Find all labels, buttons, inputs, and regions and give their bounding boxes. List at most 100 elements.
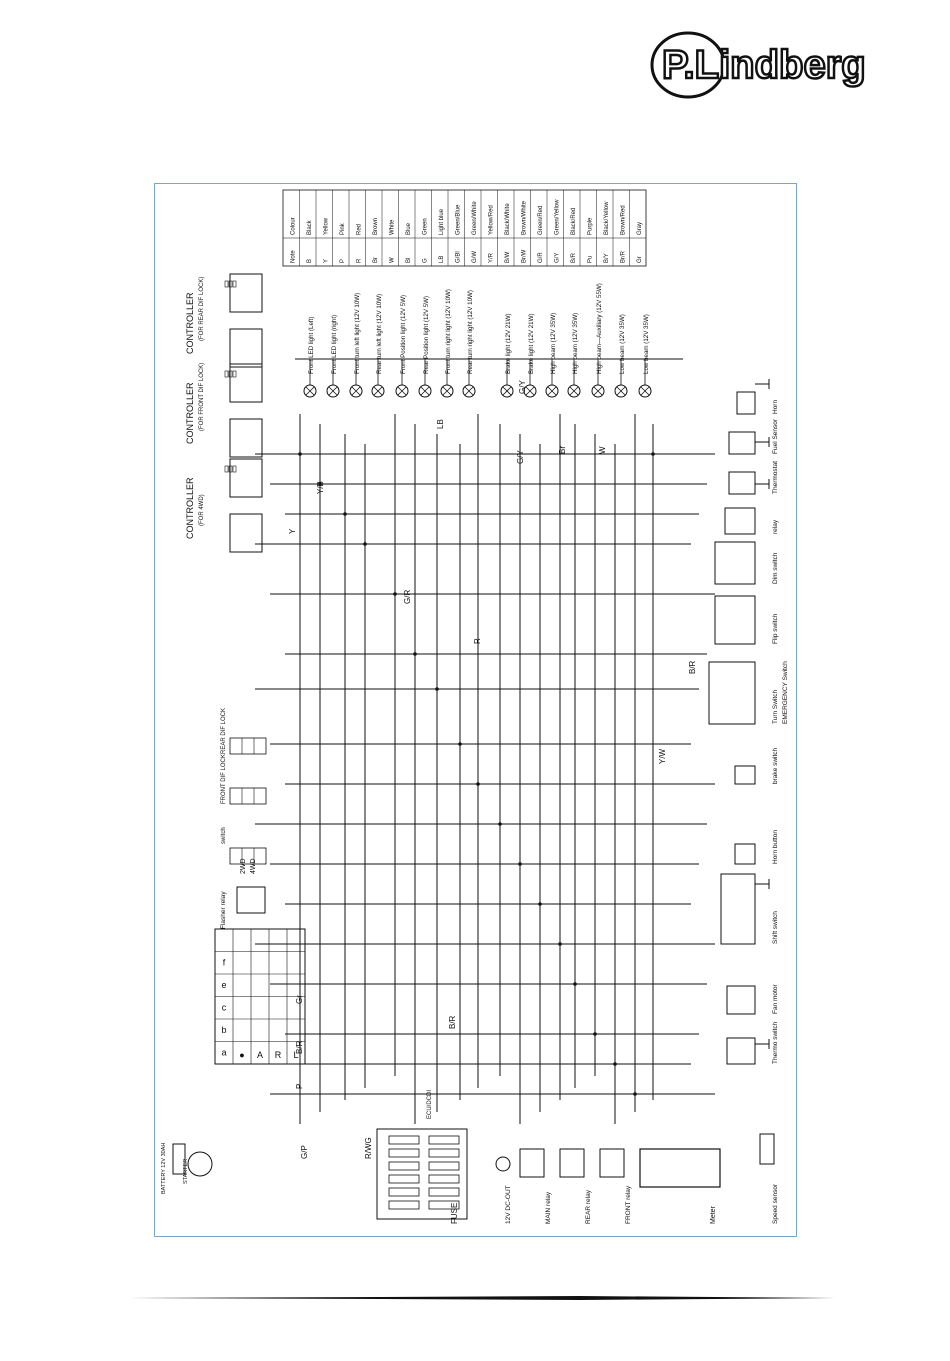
colour-table-name: Light blue [439, 208, 445, 235]
key-matrix-col: b [221, 1025, 226, 1035]
front_relay-label: FRONT relay [625, 1185, 632, 1224]
wire-junction [413, 652, 417, 656]
colour-table-code: G/R [538, 252, 544, 263]
controller-pin [228, 465, 233, 473]
lamp-cross [525, 386, 535, 396]
brake_switch-box [734, 765, 756, 785]
starter-label: STARTER [183, 1159, 189, 1184]
key-matrix-row: R [275, 1050, 282, 1060]
fuse-element [388, 1135, 420, 1145]
colour-table-code: Pu [587, 256, 593, 263]
logo-ring [650, 31, 726, 99]
colour-table-code: B/R [571, 252, 577, 263]
key-matrix-row: L [293, 1050, 298, 1060]
colour-table-code: B/Y [604, 253, 610, 263]
lamp-cross [373, 386, 383, 396]
lamp-cross [616, 386, 626, 396]
dim_switch-label: Dim switch [772, 552, 779, 584]
wire-junction [298, 452, 302, 456]
mode-switch-block [229, 787, 267, 805]
controller-pin [224, 465, 229, 473]
wire-label: B/R [295, 1040, 304, 1054]
turn_switch-box [708, 661, 756, 725]
colour-table-name: Green/Yellow [554, 199, 560, 235]
fuse-element [388, 1161, 420, 1171]
fuse-element [428, 1200, 460, 1210]
colour-table-name: Green [422, 218, 428, 235]
brand-logo: P.Lindberg [650, 31, 867, 99]
lamp-cross [397, 386, 407, 396]
wire-junction [613, 1062, 617, 1066]
wire-label: R/WG [364, 1137, 373, 1159]
colour-table-code: Br/W [521, 249, 527, 263]
fuel_sensor-label: Fuel Sensor [772, 418, 779, 454]
controller-pin [232, 465, 237, 473]
dc-out-label: 12V DC-OUT [505, 1185, 512, 1224]
key-matrix-row: ● [239, 1050, 244, 1060]
lamp-label: Low beam (12V 35W) [643, 314, 650, 374]
key-matrix-row: A [257, 1050, 263, 1060]
colour-table-name: Gray [637, 222, 643, 235]
fuel_sensor-box [728, 431, 756, 455]
controller-module [229, 458, 263, 498]
lamp-label: Front LED light (Left) [308, 317, 315, 374]
fuse-element [388, 1187, 420, 1197]
key-matrix-col: a [221, 1048, 226, 1058]
controller-pin [232, 370, 237, 378]
wire-junction [476, 782, 480, 786]
wire-label: G/R [403, 590, 412, 604]
colour-table-name: Red [356, 224, 362, 235]
mode-2wd-label: 2WD [240, 858, 247, 874]
speed-sensor-body [759, 1133, 775, 1165]
lamp-cross [569, 386, 579, 396]
colour-table-name: Black [307, 219, 313, 235]
colour-table-code: Br [373, 257, 379, 263]
colour-table-code: P [340, 259, 346, 263]
thermostat-box [728, 471, 756, 495]
wire-junction [518, 862, 522, 866]
meter-box [639, 1148, 721, 1188]
wiring-diagram: NoteColourBBlackYYellowPPinkRRedBrBrownW… [161, 189, 789, 1224]
wire-junction [343, 512, 347, 516]
rear_relay-box [559, 1148, 585, 1178]
relay-box [724, 507, 756, 535]
wire-junction [593, 1032, 597, 1036]
wire-junction [318, 482, 322, 486]
wire-junction [651, 452, 655, 456]
wire-label: Y/W [658, 748, 667, 764]
thermo_switch-box [726, 1037, 756, 1065]
lamp-cross [420, 386, 430, 396]
footer-rule [120, 1296, 835, 1300]
fuse-element [388, 1200, 420, 1210]
flasher-relay-box [236, 886, 266, 914]
wire-label: G/Y [518, 380, 527, 394]
lamp-cross [502, 386, 512, 396]
lamp-label: Rear turn right light (12V 10W) [467, 290, 474, 374]
colour-table-name: Pink [340, 222, 346, 235]
thermostat-label: Thermostat [772, 461, 779, 494]
lamp-label: Low beam (12V 35W) [619, 314, 626, 374]
colour-table-name: Yellow/Red [488, 205, 494, 235]
colour-table-name: Black/Red [571, 208, 577, 235]
battery-symbol [172, 1143, 186, 1175]
lamp-cross [351, 386, 361, 396]
horn-box [736, 391, 756, 415]
logo-text: P.Lindberg [662, 43, 866, 87]
fuse-element [428, 1135, 460, 1145]
horn_button-label: Horn button [772, 830, 779, 864]
controller-box [229, 328, 263, 368]
wire-junction [363, 542, 367, 546]
colour-table-name: Purple [587, 217, 593, 235]
controller-subtitle: (FOR 4WD) [199, 494, 205, 526]
wire-label: G/P [300, 1145, 309, 1159]
starter-symbol [187, 1151, 213, 1177]
colour-table-name: Green/Red [538, 206, 544, 235]
wire-junction [498, 822, 502, 826]
wire-label: P [295, 1084, 304, 1089]
fuse-element [388, 1174, 420, 1184]
colour-table-code: Y [323, 259, 329, 263]
wire-label: Y [288, 528, 297, 534]
wire-junction [435, 687, 439, 691]
flip_switch-label: Flip switch [772, 613, 779, 644]
